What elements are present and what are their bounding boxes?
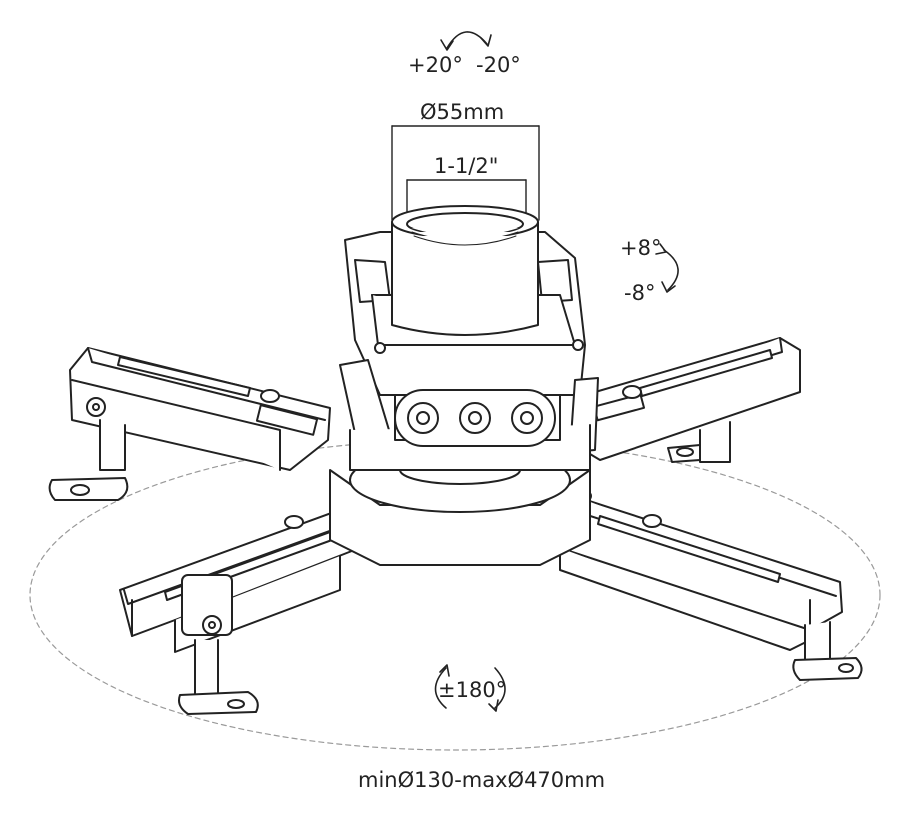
arm-range-label: minØ130-maxØ470mm (358, 768, 606, 792)
rotation-arrow-icon (434, 664, 506, 712)
tilt-arrow-icon (440, 31, 492, 51)
tilt-minus-label: -20° (476, 53, 521, 77)
pipe-coupling (391, 205, 539, 336)
swivel-plus-label: +8° (620, 236, 662, 260)
arm-back-right (574, 337, 801, 463)
pipe-outer-diameter-label: Ø55mm (420, 100, 505, 124)
pipe-inner-thread-label: 1-1/2" (434, 154, 499, 178)
rotation-label: ±180° (438, 678, 507, 702)
tilt-plus-label: +20° (408, 53, 463, 77)
swivel-arrow-icon (655, 243, 679, 293)
arm-front-left (119, 491, 381, 715)
arm-front-right (539, 489, 863, 681)
arm-back-left (48, 347, 331, 501)
swivel-minus-label: -8° (624, 281, 656, 305)
pipe-outer-dimension (391, 125, 540, 221)
bolt-plate (394, 389, 556, 447)
